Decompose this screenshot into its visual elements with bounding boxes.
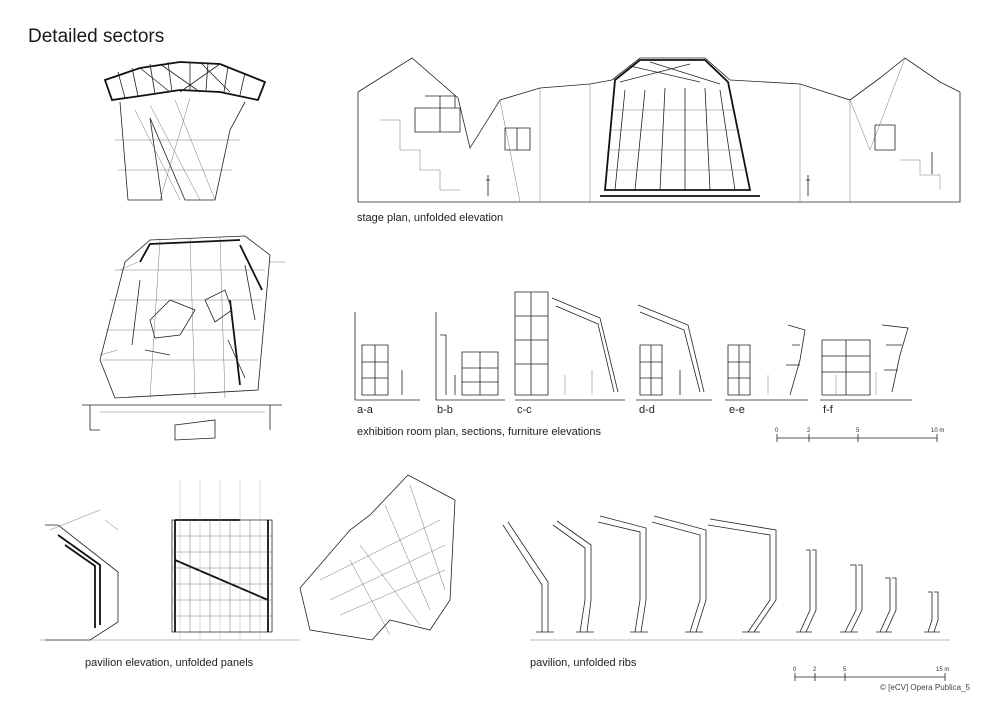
section-label-c: c-c xyxy=(517,404,532,416)
scale-bottom-0: 0 xyxy=(793,667,797,673)
section-label-d: d-d xyxy=(639,404,655,416)
exhibition-sections-drawing xyxy=(354,291,912,401)
pavilion-elevation-drawing xyxy=(40,474,456,641)
scale-bar-top xyxy=(776,434,938,442)
section-label-a: a-a xyxy=(357,404,373,416)
section-label-b: b-b xyxy=(437,404,453,416)
scale-top-2: 2 xyxy=(807,428,811,434)
scale-bottom-15: 15 m xyxy=(936,667,950,673)
caption-exhibition: exhibition room plan, sections, furnitur… xyxy=(357,426,601,438)
scale-top-5: 5 xyxy=(856,428,860,434)
section-label-e: e-e xyxy=(729,404,745,416)
exhibition-plan-drawing xyxy=(82,235,285,441)
copyright-notice: © [eCV] Opera Publica_5 xyxy=(880,683,970,692)
scale-bar-bottom xyxy=(794,673,946,681)
caption-pavilion-ribs: pavilion, unfolded ribs xyxy=(530,657,637,669)
pavilion-ribs-drawing xyxy=(502,515,950,641)
scale-bottom-2: 2 xyxy=(813,667,817,673)
scale-top-10: 10 m xyxy=(931,428,945,434)
stage-plan-drawing xyxy=(103,61,267,201)
section-label-f: f-f xyxy=(823,404,833,416)
stage-elevation-drawing xyxy=(357,57,961,203)
page-title: Detailed sectors xyxy=(28,26,165,47)
scale-bottom-5: 5 xyxy=(843,667,847,673)
caption-stage: stage plan, unfolded elevation xyxy=(357,212,504,224)
scale-top-0: 0 xyxy=(775,428,779,434)
caption-pavilion-panels: pavilion elevation, unfolded panels xyxy=(85,657,254,669)
